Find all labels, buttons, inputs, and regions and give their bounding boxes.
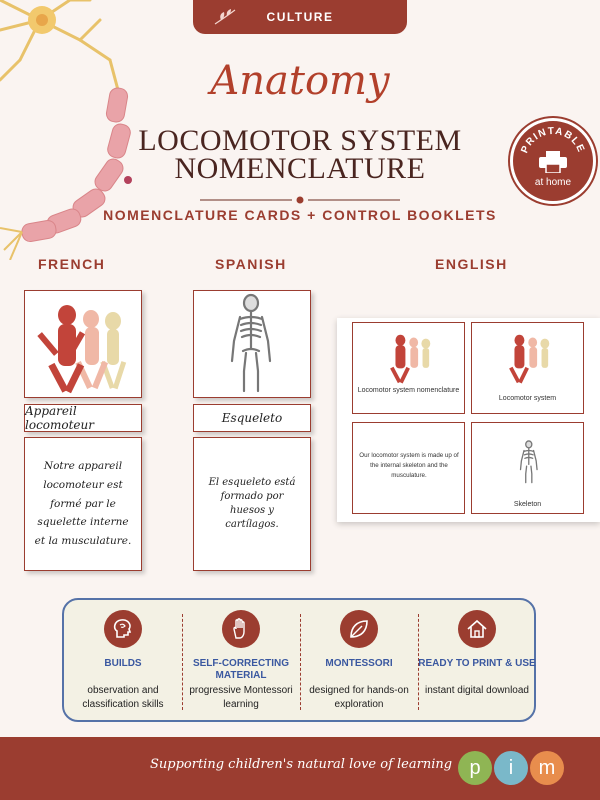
feature-description: designed for hands-on exploration: [309, 685, 409, 710]
hand-icon: [222, 610, 260, 648]
printer-icon: [539, 151, 567, 173]
home-icon: [458, 610, 496, 648]
brain-icon: [104, 610, 142, 648]
muscle-figures-image: [509, 334, 550, 384]
feature-self-correcting: SELF-CORRECTING MATERIAL progressive Mon…: [182, 600, 300, 720]
skeleton-image: [230, 293, 272, 393]
logo-letter-p[interactable]: p: [458, 751, 492, 785]
feature-montessori: MONTESSORI designed for hands-on explora…: [300, 600, 418, 720]
english-booklet-card: Skeleton: [471, 422, 584, 514]
english-definition: Our locomotor system is made up of the i…: [359, 452, 459, 479]
neuron-illustration: [0, 0, 132, 260]
feature-divider: [182, 614, 183, 710]
feature-description: observation and classification skills: [82, 685, 164, 710]
heading-english: ENGLISH: [435, 256, 508, 272]
logo-letter-m[interactable]: m: [530, 751, 564, 785]
muscle-figures-image: [37, 305, 127, 394]
heading-french: FRENCH: [38, 256, 106, 272]
french-definition-card: Notre appareil locomoteur est formé par …: [24, 437, 142, 571]
feature-builds: BUILDS observation and classification sk…: [64, 600, 182, 720]
category-label: CULTURE: [266, 10, 334, 24]
footer-bar: Supporting children's natural love of le…: [0, 737, 600, 800]
french-label: Appareil locomoteur: [25, 404, 94, 432]
feature-heading: BUILDS: [104, 658, 142, 669]
logo-letter-i[interactable]: i: [494, 751, 528, 785]
category-tab[interactable]: CULTURE: [193, 0, 407, 34]
feature-description: instant digital download: [425, 685, 529, 696]
english-caption: Skeleton: [513, 501, 542, 508]
spanish-label: Esqueleto: [221, 411, 283, 425]
english-booklet-card: Locomotor system: [471, 322, 584, 414]
leaf-icon: [214, 9, 236, 25]
page-title-line1: LOCOMOTOR SYSTEM: [138, 124, 462, 157]
feature-heading: SELF-CORRECTING MATERIAL: [192, 658, 290, 681]
spanish-definition: El esqueleto está formado por huesos y c…: [208, 477, 296, 530]
french-label-card: Appareil locomoteur: [24, 404, 142, 432]
title-divider: [200, 196, 400, 204]
badge-arc-text: PRINTABLE: [519, 126, 585, 155]
spanish-definition-card: El esqueleto está formado por huesos y c…: [193, 437, 311, 571]
feature-description: progressive Montessori learning: [189, 685, 293, 710]
feature-divider: [300, 614, 301, 710]
feature-heading: MONTESSORI: [325, 658, 393, 669]
feature-heading: READY TO PRINT & USE: [418, 658, 536, 669]
feature-ready-to-print: READY TO PRINT & USE instant digital dow…: [418, 600, 536, 720]
skeleton-image: [519, 440, 538, 484]
french-definition: Notre appareil locomoteur est formé par …: [34, 459, 132, 548]
english-booklet-card: Our locomotor system is made up of the i…: [352, 422, 465, 514]
features-panel: BUILDS observation and classification sk…: [62, 598, 536, 722]
page-title-line2: NOMENCLATURE: [174, 152, 426, 185]
printable-badge: PRINTABLE at home: [510, 118, 596, 204]
page-subtitle: NOMENCLATURE CARDS + CONTROL BOOKLETS: [103, 207, 497, 223]
english-booklet-card: Locomotor system nomenclature: [352, 322, 465, 414]
spanish-label-card: Esqueleto: [193, 404, 311, 432]
footer-tagline: Supporting children's natural love of le…: [150, 757, 453, 772]
feature-divider: [418, 614, 419, 710]
english-caption: Locomotor system nomenclature: [357, 387, 460, 394]
script-title: Anatomy: [210, 58, 390, 104]
english-caption: Locomotor system: [498, 395, 557, 402]
french-picture-card: [24, 290, 142, 398]
heading-spanish: SPANISH: [215, 256, 287, 272]
leaf-icon: [340, 610, 378, 648]
badge-bottom-text: at home: [534, 177, 572, 188]
spanish-picture-card: [193, 290, 311, 398]
muscle-figures-image: [390, 334, 431, 384]
english-control-booklet: Locomotor system nomenclature Locomotor …: [337, 318, 600, 522]
